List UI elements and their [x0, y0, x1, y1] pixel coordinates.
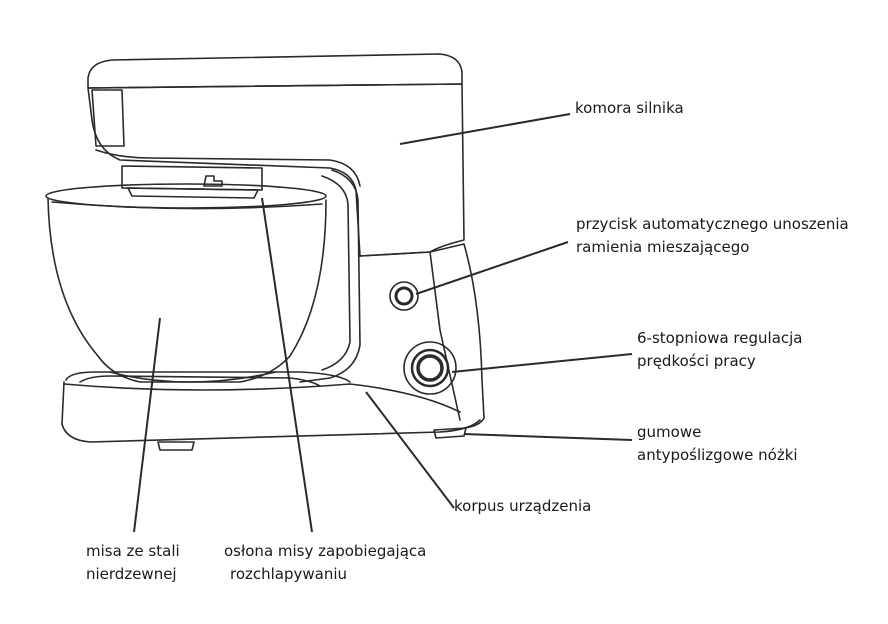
lift-button-outer — [389, 281, 419, 311]
base-plate-ring — [79, 375, 321, 387]
base-shell — [61, 381, 481, 443]
hub-notch — [203, 175, 223, 187]
motor-housing-window — [91, 89, 125, 147]
leader-line-splash-guard — [261, 197, 313, 533]
rubber-foot-right — [433, 427, 467, 439]
body-front — [359, 251, 461, 421]
speed-knob-mid — [410, 348, 450, 388]
label-arm-lift-button-line-1: przycisk automatycznego unoszenia — [576, 215, 849, 233]
leader-lines — [133, 113, 633, 533]
label-motor-chamber-line-1: komora silnika — [575, 99, 684, 117]
bowl-rim-inner — [51, 201, 323, 210]
rubber-foot-left — [157, 441, 195, 451]
leader-line-motor — [399, 113, 571, 145]
label-rubber-feet-line-1: gumowe — [637, 423, 702, 441]
label-steel-bowl-line-1: misa ze stali — [86, 542, 180, 560]
base-plate-top — [65, 371, 351, 383]
label-speed-control-line-1: 6-stopniowa regulacja — [637, 329, 803, 347]
head-seam-line — [95, 149, 361, 187]
label-device-body-line-1: korpus urządzenia — [454, 497, 592, 515]
label-splash-guard-line-2: rozchlapywaniu — [230, 565, 348, 583]
label-splash-guard: osłona misy zapobiegająca rozchlapywaniu — [224, 540, 426, 586]
speed-knob-inner — [416, 354, 444, 382]
motor-housing — [87, 83, 465, 257]
leader-line-feet — [463, 433, 633, 441]
lift-button-inner — [394, 286, 414, 306]
bowl-body — [47, 197, 327, 383]
stand-arm — [299, 169, 361, 383]
label-rubber-feet: gumowe antypoślizgowe nóżki — [637, 421, 798, 467]
body-pedestal — [429, 243, 485, 429]
motor-housing-lid — [87, 53, 463, 89]
label-speed-control-line-2: prędkości pracy — [637, 352, 756, 370]
leader-line-speed-control — [451, 353, 633, 373]
stand-mixer-illustration — [45, 53, 485, 451]
label-motor-chamber: komora silnika — [575, 97, 684, 120]
label-steel-bowl-line-2: nierdzewnej — [86, 565, 177, 583]
drive-hub — [121, 165, 263, 191]
leader-line-body — [365, 391, 455, 509]
drive-hub-lower — [127, 187, 259, 199]
label-device-body: korpus urządzenia — [454, 495, 591, 518]
label-arm-lift-button: przycisk automatycznego unoszenia ramien… — [576, 213, 849, 259]
speed-knob-outer — [403, 341, 457, 395]
leader-line-lift-button — [415, 241, 569, 295]
stand-arm-inner — [321, 175, 351, 371]
base-shell-top — [63, 383, 461, 413]
label-splash-guard-line-1: osłona misy zapobiegająca — [224, 542, 427, 560]
label-arm-lift-button-line-2: ramienia mieszającego — [576, 238, 750, 256]
label-speed-control: 6-stopniowa regulacja prędkości pracy — [637, 327, 803, 373]
label-rubber-feet-line-2: antypoślizgowe nóżki — [637, 446, 798, 464]
leader-line-bowl — [133, 317, 161, 533]
label-steel-bowl: misa ze stali nierdzewnej — [86, 540, 180, 586]
